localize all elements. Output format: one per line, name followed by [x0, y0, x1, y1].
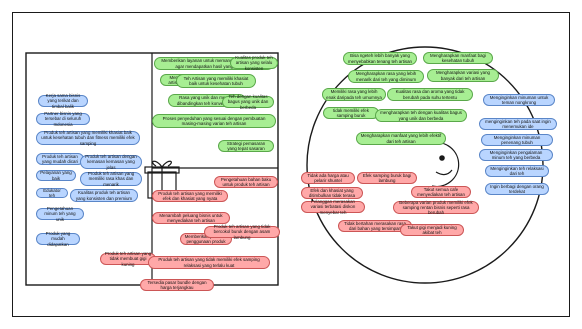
left-blue-note-7: Produk teh artisan yang memiliki rasa kh…	[80, 171, 142, 187]
left-red-note-7: Produk teh artisan yang tidak memiliki e…	[148, 256, 270, 269]
left-red-note-5: Produk teh artisan yang tidak bercokol b…	[204, 224, 280, 240]
left-red-note-8: Tersedia pasar bundle dengan harga terja…	[140, 279, 214, 291]
left-red-note-2: Produk teh artisan yang memiliki efek da…	[152, 190, 228, 202]
right-blue-note-3: Menginginkan minuman penenang tubuh	[481, 134, 553, 146]
right-red-note-6: Beberapa varian produk memiliki efek sam…	[393, 200, 479, 215]
left-blue-note-2: Partner bisnis yang tersebar di seluruh …	[36, 111, 90, 127]
right-green-note-2: Mengharapkan manfaat bagi kesehatan tubu…	[423, 52, 493, 64]
right-red-note-4: Takut semua cafe menyediakan teh artisan	[411, 186, 471, 198]
left-green-note-2: Kualitas produk teh artisan yang selalu …	[230, 55, 278, 71]
right-green-note-1: Bisa ngeteh lebih banyak yang menyebabka…	[343, 52, 417, 65]
left-blue-note-3: Produk teh artisan yang memiliki khasiat…	[36, 130, 140, 146]
right-red-note-1: Tidak ada harga atau pelarir shuntel	[301, 172, 355, 184]
right-green-note-8: mengharapkan teh dengan kualitas bagus y…	[375, 109, 467, 122]
right-blue-note-4: Menginginkan pengalaman minum teh yang b…	[479, 149, 553, 161]
left-green-note-6: Teh dengan kualitas bagus yang unik dan …	[222, 94, 274, 110]
left-blue-note-1: Kerja sama bisnis yang terikat dan timba…	[38, 93, 88, 109]
right-blue-note-2: menginginkan teh pada saat ingin menemuk…	[479, 118, 557, 130]
left-red-note-1: Pengetahuan bahan baku untuk produk teh …	[214, 176, 278, 188]
left-blue-note-9: Kualitas produk teh artisan yang konsist…	[70, 189, 138, 202]
left-blue-note-10: Pengetahuan minum teh yang unik	[36, 206, 84, 222]
right-green-note-5: Memiliki rasa yang lebih enak daripada t…	[322, 88, 386, 101]
left-blue-note-6: Pelayanan yang baik	[36, 170, 76, 181]
left-red-note-3: Menambah peluang bisnis untuk menyediaka…	[152, 212, 230, 224]
left-blue-note-8: Edukator teh	[36, 188, 68, 198]
left-blue-note-11: Produk yang mudah didapatkan	[36, 231, 80, 247]
right-blue-note-5: Menginginkan teh relaksasi dari teh	[485, 165, 549, 177]
right-red-note-2: Efek samping buruk bagi lambung	[357, 172, 417, 184]
right-green-note-9: Mengharapkan manfaat yang lebih efektif …	[356, 132, 446, 145]
left-blue-note-5: Produk teh artisan dengan kemasan kemasa…	[80, 154, 142, 170]
left-green-note-4: Teh Artisan yang memiliki khasiat baik u…	[176, 74, 256, 88]
right-red-note-3: Efek dan khasiat yang ditimbulkan tidak …	[301, 187, 363, 199]
right-red-note-8: Takut gigi menjadi kuning akibat teh	[400, 224, 464, 236]
round-face-icon	[431, 141, 460, 188]
left-blue-note-4: Produk teh artisan yang mudah dicari	[36, 153, 84, 165]
right-blue-note-6: Ingin berbagi dengan orang terdekat	[485, 183, 549, 195]
right-red-note-5: Pelanggan merasakan variasi terbatasi di…	[301, 199, 365, 215]
right-green-note-3: Mengharapkan rasa yang lebih menarik dar…	[348, 70, 424, 83]
left-green-note-8: Strategi pemasaran yang tepat sasaran	[218, 140, 274, 152]
left-red-note-6: Produk teh artisan yang tidak membuat gi…	[100, 251, 156, 267]
left-green-note-7: Proses penyeduhan yang sesuai dengan pem…	[152, 114, 276, 128]
right-green-note-4: Mengharapkan variasi yang banyak dari te…	[427, 69, 499, 82]
right-blue-note-1: Menginginkan minuman untuk teman nongkro…	[483, 94, 555, 106]
canvas-frame	[12, 12, 570, 317]
right-green-note-6: Kualitas rasa dan aroma yang tidak berub…	[387, 88, 473, 101]
right-red-note-7: Tidak bertahan merasakan rasa dari bahan…	[338, 220, 412, 232]
right-green-note-7: tidak memiliki efek samping buruk	[323, 107, 379, 119]
